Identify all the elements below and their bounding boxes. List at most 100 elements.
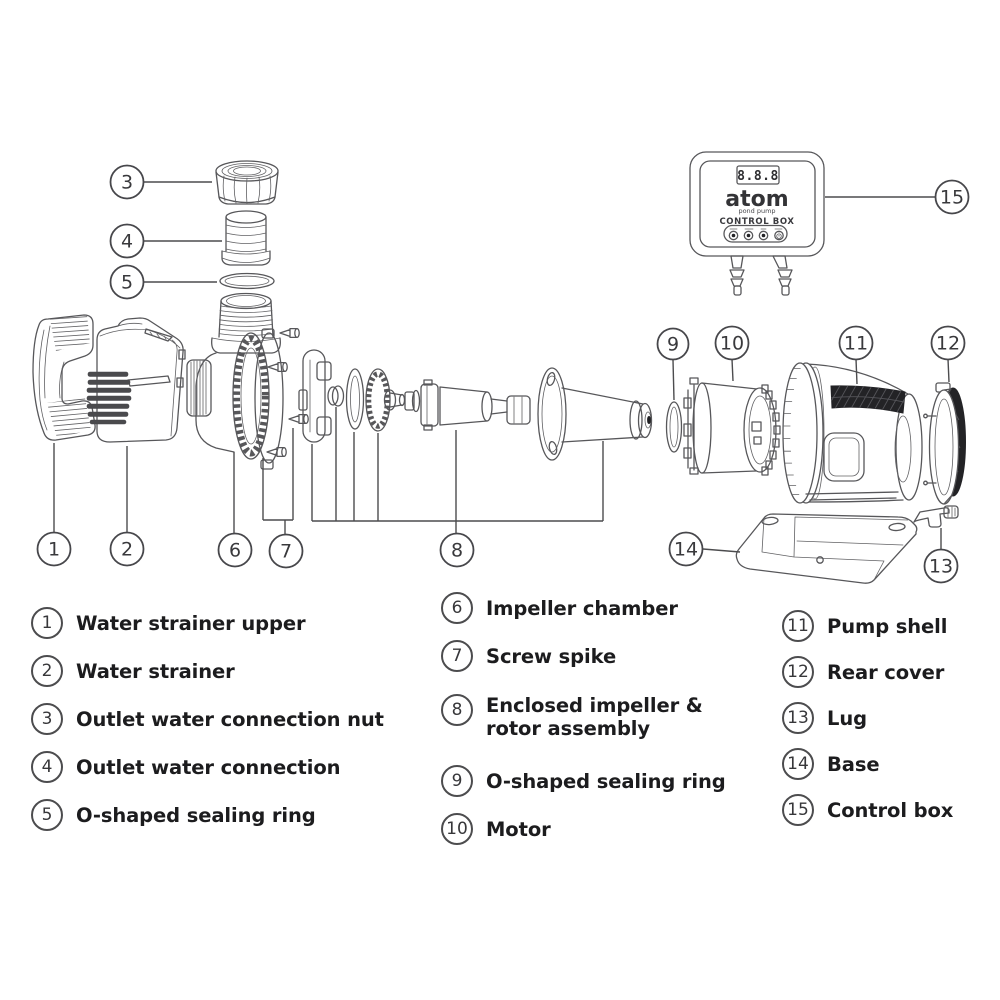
legend-number-badge: 5 [31,799,63,831]
legend-item: 9 O-shaped sealing ring [441,765,741,797]
legend-number-badge: 14 [782,748,814,780]
legend-item: 1 Water strainer upper [31,607,426,639]
legend-column-1: 1 Water strainer upper 2 Water strainer … [31,607,426,831]
part-water-strainer [86,317,186,443]
svg-text:2: 2 [121,539,133,561]
legend-column-3: 11 Pump shell 12 Rear cover 13 Lug 14 Ba… [782,610,997,826]
legend-label: Outlet water connection nut [76,707,384,731]
part-outlet-connection [221,210,271,266]
svg-text:13: 13 [929,556,953,578]
part-screw-spike [266,446,287,458]
svg-text:5: 5 [121,272,133,294]
legend-column-2: 6 Impeller chamber 7 Screw spike 8 Enclo… [441,592,741,845]
legend-label: Pump shell [827,614,948,638]
exploded-diagram: 8.8.8 atom pond pump CONTROL BOX 1 2 3 [32,151,970,584]
motor-stator-teeth [761,384,781,476]
part-pump-shell [782,362,923,504]
legend-number-badge: 8 [441,694,473,726]
legend-item: 6 Impeller chamber [441,592,741,624]
legend-number-badge: 6 [441,592,473,624]
svg-text:8: 8 [451,540,463,562]
callout-15: 15 [825,179,970,215]
legend-item: 12 Rear cover [782,656,997,688]
legend-number-badge: 4 [31,751,63,783]
callout-14: 14 [668,531,741,567]
legend-item: 3 Outlet water connection nut [31,703,426,735]
legend-item: 10 Motor [441,813,741,845]
brand-tagline: pond pump [738,207,775,215]
legend-label: Water strainer upper [76,611,306,635]
part-motor [683,377,781,476]
callout-2: 2 [109,446,145,567]
svg-text:6: 6 [229,540,241,562]
control-button [743,230,754,241]
legend-number-badge: 13 [782,702,814,734]
shell-mesh-band [831,385,905,413]
strainer-grille-bottom [47,398,91,437]
svg-text:1: 1 [48,539,60,561]
svg-text:15: 15 [940,187,964,209]
part-o-ring-rear [665,401,683,453]
shell-flange-ribs [782,368,801,495]
legend-item: 4 Outlet water connection [31,751,426,783]
legend-number-badge: 11 [782,610,814,642]
legend-item: 11 Pump shell [782,610,997,642]
legend-number-badge: 15 [782,794,814,826]
part-screw-spike [288,413,309,425]
part-screw-spike [279,327,300,339]
legend-item: 15 Control box [782,794,997,826]
legend-number-badge: 1 [31,607,63,639]
control-box-label: CONTROL BOX [719,217,794,227]
cable-connector [729,255,745,296]
legend-label: Base [827,752,880,776]
legend-label: O-shaped sealing ring [486,769,726,793]
legend-number-badge: 2 [31,655,63,687]
callout-5: 5 [109,264,217,300]
legend-item: 2 Water strainer [31,655,426,687]
svg-text:11: 11 [844,333,868,355]
legend-label: Rear cover [827,660,945,684]
display-readout: 8.8.8 [737,169,779,184]
button-panel [723,224,788,243]
control-button [728,230,739,241]
legend-label: O-shaped sealing ring [76,803,316,827]
callout-9: 9 [656,327,690,401]
legend-number-badge: 3 [31,703,63,735]
digital-display [736,165,780,185]
callout-3: 3 [109,164,212,200]
control-button [758,230,769,241]
legend-number-badge: 9 [441,765,473,797]
legend-item: 13 Lug [782,702,997,734]
callout-12: 12 [930,325,966,383]
legend-item: 5 O-shaped sealing ring [31,799,426,831]
callout-10: 10 [714,325,750,382]
svg-text:12: 12 [936,333,960,355]
callout-1: 1 [36,443,72,567]
power-button [774,230,784,241]
cable-connector [772,255,793,296]
part-impeller-chamber [186,292,284,470]
legend-number-badge: 7 [441,640,473,672]
part-screw-spike [267,361,288,373]
legend-label: Impeller chamber [486,596,678,620]
callout-4: 4 [109,223,222,259]
legend-item: 8 Enclosed impeller & rotor assembly [441,694,741,740]
part-control-box: 8.8.8 atom pond pump CONTROL BOX [689,151,825,296]
callout-11: 11 [838,325,874,385]
part-o-ring-top [219,272,275,290]
svg-text:3: 3 [121,172,133,194]
callout-8: 8 [311,407,604,568]
callout-6: 6 [217,452,253,568]
strainer-grille-top [50,315,90,351]
svg-text:4: 4 [121,231,133,253]
legend-number-badge: 10 [441,813,473,845]
legend-label: Outlet water connection [76,755,341,779]
legend-number-badge: 12 [782,656,814,688]
part-rotor-assembly [298,349,653,461]
legend-label: Screw spike [486,644,617,668]
part-water-strainer-upper [32,314,96,441]
legend-label: Lug [827,706,867,730]
callout-7: 7 [262,428,304,569]
legend-label: Motor [486,817,551,841]
